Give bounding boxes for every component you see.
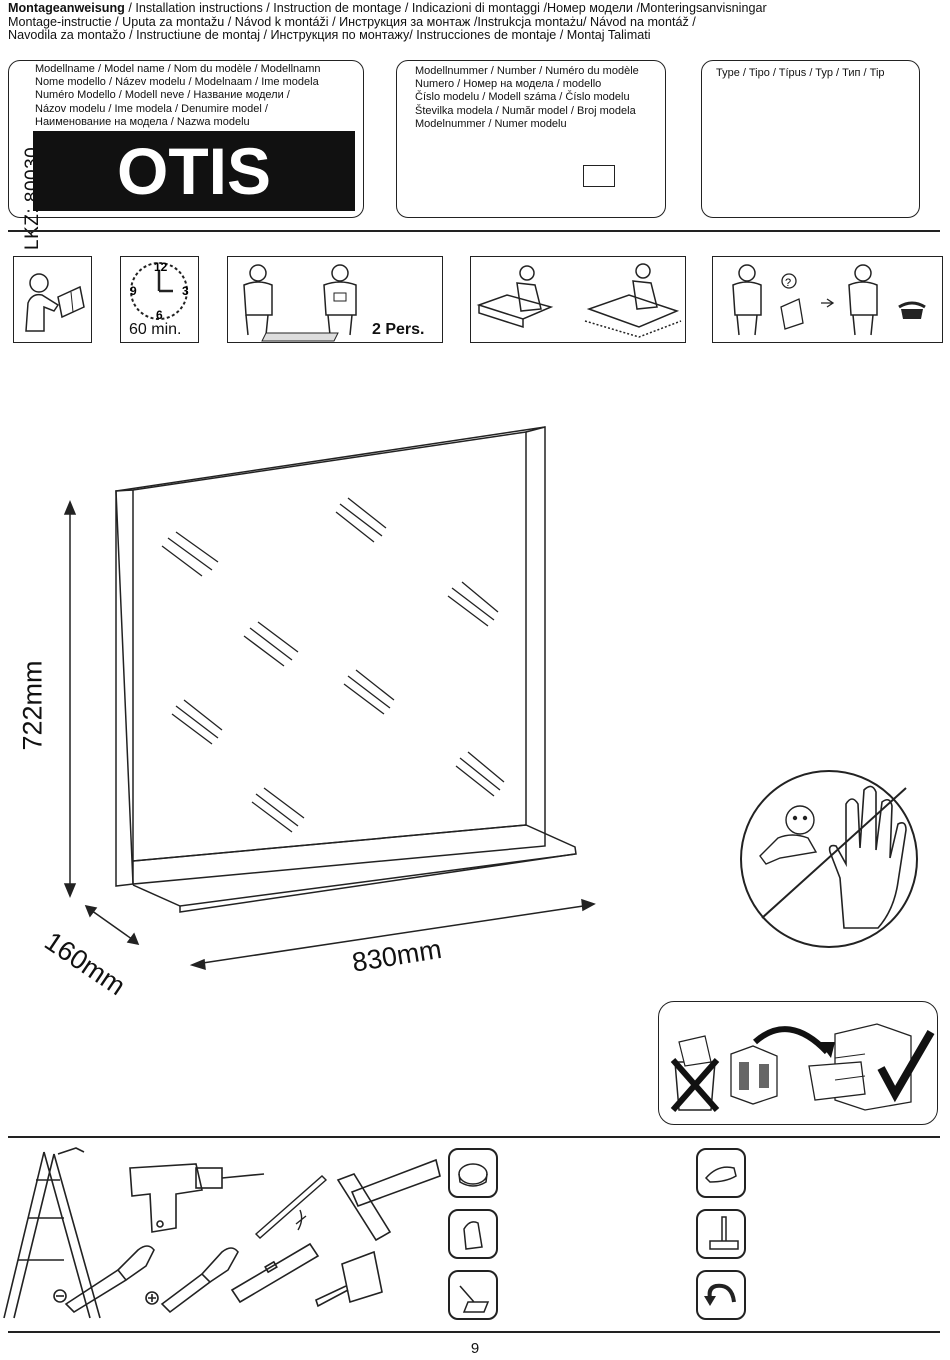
two-persons-panel: 2 Pers. <box>227 256 443 343</box>
instructions-header: Montageanweisung / Installation instruct… <box>8 1 943 43</box>
model-number-label-line: Modellnummer / Number / Numéro du modèle <box>415 65 639 77</box>
phillips-screwdriver-icon <box>145 1247 239 1314</box>
header-title: Montageanweisung <box>8 1 125 15</box>
tools-illustration <box>3 1147 441 1319</box>
hand-note-icon <box>696 1148 746 1198</box>
time-label: 60 min. <box>129 321 182 338</box>
header-line-2: Montage-instructie / Uputa za montažu / … <box>8 14 696 29</box>
model-name-label-line: Nome modello / Název modelu / Modelnaam … <box>35 76 319 89</box>
clock-number: 3 <box>182 284 189 298</box>
question-help-icon: ? <box>732 264 926 336</box>
type-box: Type / Tipo / Típus / Typ / Тип / Tip <box>701 60 920 218</box>
header-line-1: Montageanweisung / Installation instruct… <box>8 1 943 16</box>
model-name-labels: Modellname / Model name / Nom du modèle … <box>35 63 365 129</box>
kneeling-workers-icon <box>476 263 682 338</box>
header-languages-1: / Installation instructions / Instructio… <box>124 1 767 15</box>
model-number-label-line: Numero / Номер на модела / modello <box>415 78 602 91</box>
keep-instructions-box <box>658 1001 938 1125</box>
glass-reflection-marks <box>161 497 505 833</box>
turn-over-note-icon <box>696 1270 746 1320</box>
model-name-label-line: Наименование на модела / Nazwa modelu <box>35 115 250 128</box>
model-number-checkbox <box>583 165 615 187</box>
stop-hand-icon <box>828 785 907 929</box>
two-workers-icon <box>243 264 357 342</box>
page-number: 9 <box>470 1340 480 1357</box>
ladder-icon <box>3 1147 101 1319</box>
keep-instructions-icon <box>670 1023 935 1112</box>
bottom-divider <box>8 1331 940 1333</box>
call-for-help-panel: ? <box>712 256 943 343</box>
assemble-on-soft-surface-panel <box>470 256 686 343</box>
model-name-value: OTIS <box>33 131 355 211</box>
model-number-label-line: Številka modela / Număr model / Broj mod… <box>415 104 636 117</box>
svg-text:?: ? <box>785 277 791 289</box>
clock-number: 12 <box>154 260 168 274</box>
model-number-labels: Modellnummer / Number / Numéro du modèle… <box>415 65 665 131</box>
tools-top-divider <box>8 1136 940 1138</box>
tape-note-icon <box>448 1148 498 1198</box>
reading-person-icon <box>25 273 85 332</box>
tape-measure-icon <box>315 1250 383 1308</box>
persons-label: 2 Pers. <box>372 321 425 338</box>
model-name-box: LKZ: 80030 Modellname / Model name / Nom… <box>8 60 365 250</box>
drill-icon <box>129 1163 265 1233</box>
type-label: Type / Tipo / Típus / Typ / Тип / Tip <box>716 67 885 79</box>
height-dimension-label: 722mm <box>17 660 48 751</box>
time-panel: 12 3 6 9 60 min. <box>120 256 199 343</box>
model-name-label-line: Numéro Modello / Modell neve / Название … <box>35 89 290 102</box>
top-divider <box>8 230 940 232</box>
child-safety-warning <box>740 770 918 948</box>
model-number-label-line: Číslo modelu / Modell száma / Číslo mode… <box>415 91 630 104</box>
model-number-label-line: Modelnummer / Numer modelu <box>415 117 567 130</box>
model-name-label-line: Modellname / Model name / Nom du modèle … <box>35 63 321 75</box>
clock-icon: 12 3 6 9 <box>130 260 189 322</box>
baby-icon <box>759 805 818 865</box>
clock-number: 9 <box>130 284 137 298</box>
dimension-lines <box>63 500 596 971</box>
read-instructions-panel <box>13 256 92 343</box>
header-line-3: Navodila za montažo / Instructiune de mo… <box>8 28 651 43</box>
product-drawing <box>63 426 596 971</box>
dustpan-note-icon <box>448 1270 498 1320</box>
rubber-mallet-note-icon <box>696 1209 746 1259</box>
model-number-box: Modellnummer / Number / Numéro du modèle… <box>396 60 666 218</box>
spirit-level-icon <box>230 1242 320 1304</box>
hammer-icon <box>336 1158 441 1242</box>
drill-bit-icon <box>254 1175 328 1239</box>
clock-number: 6 <box>156 308 163 322</box>
glove-hand-note-icon <box>448 1209 498 1259</box>
flat-screwdriver-icon <box>53 1245 155 1314</box>
mirror-frame <box>115 426 577 913</box>
model-name-label-line: Názov modelu / Ime modela / Denumire mod… <box>35 102 268 115</box>
